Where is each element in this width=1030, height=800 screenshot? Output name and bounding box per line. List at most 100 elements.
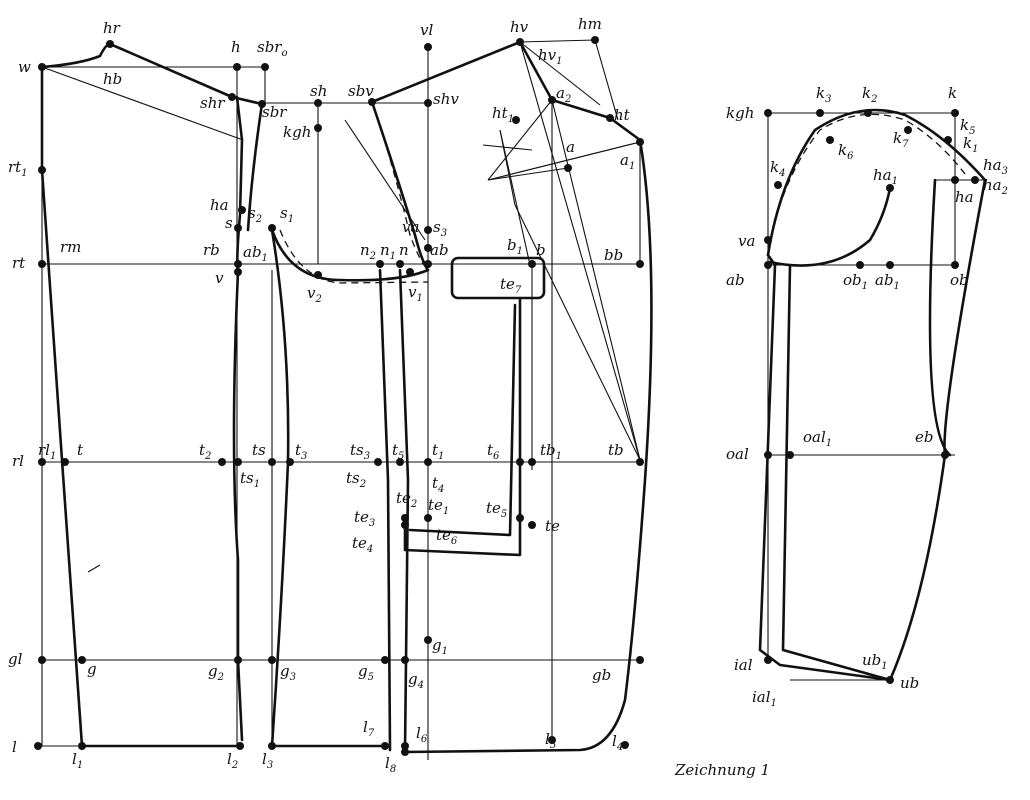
point-label-t6: t6 — [487, 441, 500, 462]
point-label-t2: t2 — [199, 441, 211, 462]
construction-point — [941, 451, 949, 459]
point-label-tb: tb — [608, 441, 624, 459]
point-label-a2: a2 — [556, 84, 571, 105]
construction-point — [38, 260, 46, 268]
point-label-hm: hm — [578, 15, 602, 33]
point-label-s_k7: k7 — [893, 129, 909, 150]
construction-point — [564, 164, 572, 172]
construction-point — [268, 742, 276, 750]
point-label-hv: hv — [510, 18, 529, 36]
point-label-s2: s2 — [248, 204, 262, 225]
point-label-te2: te2 — [396, 489, 417, 510]
point-label-rl: rl — [12, 452, 24, 470]
construction-point — [886, 261, 894, 269]
construction-point — [951, 261, 959, 269]
point-label-s_k6: k6 — [838, 141, 854, 162]
construction-point — [621, 741, 629, 749]
point-label-s_ha3: ha3 — [983, 156, 1008, 177]
point-label-shr: shr — [200, 94, 225, 112]
point-label-b1: b1 — [507, 236, 523, 257]
point-label-hb: hb — [103, 70, 122, 88]
point-label-hv1: hv1 — [538, 46, 563, 67]
point-label-rb: rb — [203, 241, 220, 259]
point-label-rt: rt — [12, 254, 26, 272]
point-label-l8: l8 — [385, 754, 396, 775]
point-label-l6: l6 — [416, 724, 428, 745]
construction-point — [528, 521, 536, 529]
construction-point — [314, 99, 322, 107]
construction-point — [424, 260, 432, 268]
construction-point — [314, 271, 322, 279]
point-label-rt1: rt1 — [8, 158, 28, 179]
construction-point — [424, 636, 432, 644]
construction-point — [261, 63, 269, 71]
point-label-s_ub: ub — [900, 674, 919, 692]
construction-point — [548, 736, 556, 744]
construction-point — [424, 244, 432, 252]
construction-point — [34, 742, 42, 750]
construction-point — [951, 176, 959, 184]
point-label-bb: bb — [604, 246, 623, 264]
point-label-s_eb: eb — [915, 428, 933, 446]
point-label-ab: ab — [430, 241, 449, 259]
point-label-vl: vl — [420, 21, 433, 39]
construction-point — [233, 63, 241, 71]
point-label-s3: s3 — [433, 218, 447, 239]
point-label-rl1: rl1 — [38, 441, 56, 462]
construction-point — [401, 521, 409, 529]
construction-point — [401, 742, 409, 750]
construction-point — [971, 176, 979, 184]
construction-point — [424, 99, 432, 107]
point-label-l2: l2 — [227, 750, 238, 771]
point-label-rm: rm — [60, 238, 81, 256]
point-label-ts1: ts1 — [240, 469, 260, 490]
construction-point — [38, 656, 46, 664]
construction-point — [268, 656, 276, 664]
point-label-te7: te7 — [500, 275, 522, 296]
construction-point — [376, 260, 384, 268]
point-label-g5: g5 — [358, 662, 374, 683]
point-label-ts2: ts2 — [346, 469, 366, 490]
construction-point — [106, 40, 114, 48]
point-label-hr: hr — [103, 19, 121, 37]
point-label-sbv: sbv — [348, 82, 374, 100]
point-label-s_k1: k1 — [963, 134, 978, 155]
construction-point — [606, 114, 614, 122]
construction-point — [234, 260, 242, 268]
construction-point — [406, 268, 414, 276]
construction-point — [268, 458, 276, 466]
construction-point — [904, 126, 912, 134]
point-label-s: s — [225, 214, 233, 232]
point-label-b: b — [536, 241, 546, 259]
point-label-s_ab1: ab1 — [875, 271, 900, 292]
construction-point — [636, 138, 644, 146]
point-label-s_oal1: oal1 — [803, 428, 832, 449]
construction-point — [424, 458, 432, 466]
point-label-te3: te3 — [354, 508, 375, 529]
construction-point — [286, 458, 294, 466]
construction-points — [34, 36, 979, 756]
construction-point — [401, 656, 409, 664]
construction-point — [78, 656, 86, 664]
point-label-l: l — [12, 738, 17, 756]
construction-point — [374, 458, 382, 466]
construction-point — [774, 181, 782, 189]
point-label-s_ha2: ha2 — [983, 176, 1008, 197]
point-label-v: v — [215, 269, 224, 287]
point-label-l5: l5 — [545, 730, 556, 751]
construction-point — [38, 458, 46, 466]
point-label-a: a — [566, 138, 575, 156]
point-label-t5: t5 — [392, 441, 404, 462]
point-label-gl: gl — [8, 650, 23, 668]
construction-point — [234, 268, 242, 276]
construction-point — [548, 96, 556, 104]
point-label-n: n — [399, 241, 409, 259]
point-label-kgh: kgh — [283, 123, 311, 141]
construction-point — [516, 458, 524, 466]
point-label-s_k4: k4 — [770, 158, 785, 179]
construction-point — [314, 124, 322, 132]
construction-point — [381, 742, 389, 750]
point-label-v1: v1 — [408, 283, 423, 304]
point-label-ht1: ht1 — [492, 104, 514, 125]
construction-point — [764, 451, 772, 459]
